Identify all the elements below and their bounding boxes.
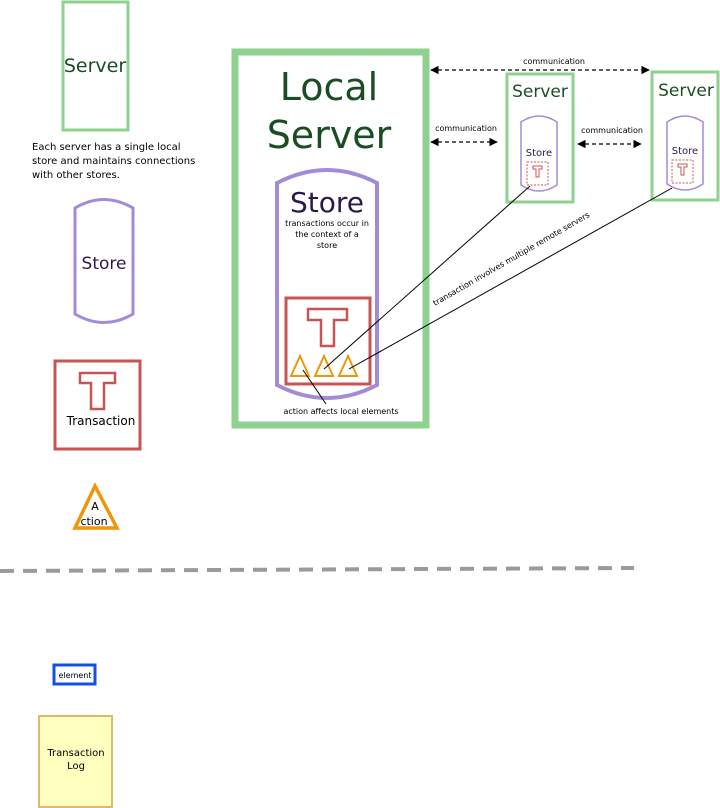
action-triangle xyxy=(337,353,359,377)
legend-transaction-label: Transaction xyxy=(66,414,136,428)
remote-transaction-box xyxy=(671,159,694,184)
local-store-note-line: the context of a xyxy=(295,230,359,239)
legend-server-note-line: with other stores. xyxy=(32,170,120,181)
remote-link-note: transaction involves multiple remote ser… xyxy=(432,210,592,307)
communication-label: communication xyxy=(523,57,585,66)
legend-server-note-line: store and maintains connections xyxy=(32,156,195,167)
legend: Server Each server has a single local st… xyxy=(32,0,195,530)
legend-action-label: ction xyxy=(80,515,107,528)
action-triangle xyxy=(289,353,311,377)
action-triangle xyxy=(313,353,335,377)
local-store-label: Store xyxy=(290,186,364,219)
remote-store-shape xyxy=(520,115,558,192)
local-store-note-line: store xyxy=(317,241,337,250)
transaction-log-label: Transaction xyxy=(46,748,104,759)
remote-store-shape xyxy=(666,115,704,191)
remote-server-label: Server xyxy=(512,82,568,102)
local-action-note: action affects local elements xyxy=(283,407,398,416)
legend-server-note: Each server has a single local store and… xyxy=(32,142,195,181)
remote-server-label: Server xyxy=(658,81,714,101)
element-label: element xyxy=(59,671,92,680)
remote-store-label: Store xyxy=(526,148,552,159)
legend-store-shape xyxy=(73,198,135,324)
remote-store-label: Store xyxy=(672,146,698,157)
transaction-t-icon xyxy=(306,307,349,348)
section-divider xyxy=(0,566,635,573)
local-transaction-box xyxy=(284,296,372,386)
transaction-t-icon xyxy=(78,371,117,411)
local-store-note-line: transactions occur in xyxy=(285,219,369,228)
communication-label: communication xyxy=(581,126,643,135)
action-pointer-line xyxy=(302,369,327,405)
local-store-shape xyxy=(275,168,379,400)
remote-transaction-box xyxy=(526,161,549,186)
remote-link-line xyxy=(323,185,531,370)
local-server-title: Local xyxy=(280,65,379,109)
legend-server-note-line: Each server has a single local xyxy=(32,142,181,153)
legend-transaction-box xyxy=(53,359,142,451)
legend-action-triangle xyxy=(72,482,120,530)
legend-server-box xyxy=(61,0,130,132)
transaction-log-label: Log xyxy=(67,761,85,772)
communication-links: communication communication communicatio… xyxy=(430,57,650,149)
transaction-t-icon xyxy=(532,165,543,178)
local-server: Local Server Store transactions occur in… xyxy=(231,48,430,429)
legend-server-label: Server xyxy=(64,55,126,77)
legend-store-label: Store xyxy=(82,254,127,274)
local-server-title: Server xyxy=(267,113,392,157)
transaction-log-box xyxy=(38,715,113,808)
transaction-t-icon xyxy=(677,163,688,176)
element-box xyxy=(52,663,97,686)
local-store-note: transactions occur in the context of a s… xyxy=(285,219,369,250)
remote-server-box xyxy=(650,70,720,202)
communication-label: communication xyxy=(435,124,497,133)
local-server-box xyxy=(231,48,430,429)
remote-link-line xyxy=(348,187,673,370)
remote-server-1: Server Store xyxy=(505,72,575,204)
lower-legend: element Transaction Log xyxy=(38,663,113,808)
legend-action-label: A xyxy=(91,500,99,513)
remote-server-2: Server Store xyxy=(650,70,720,202)
